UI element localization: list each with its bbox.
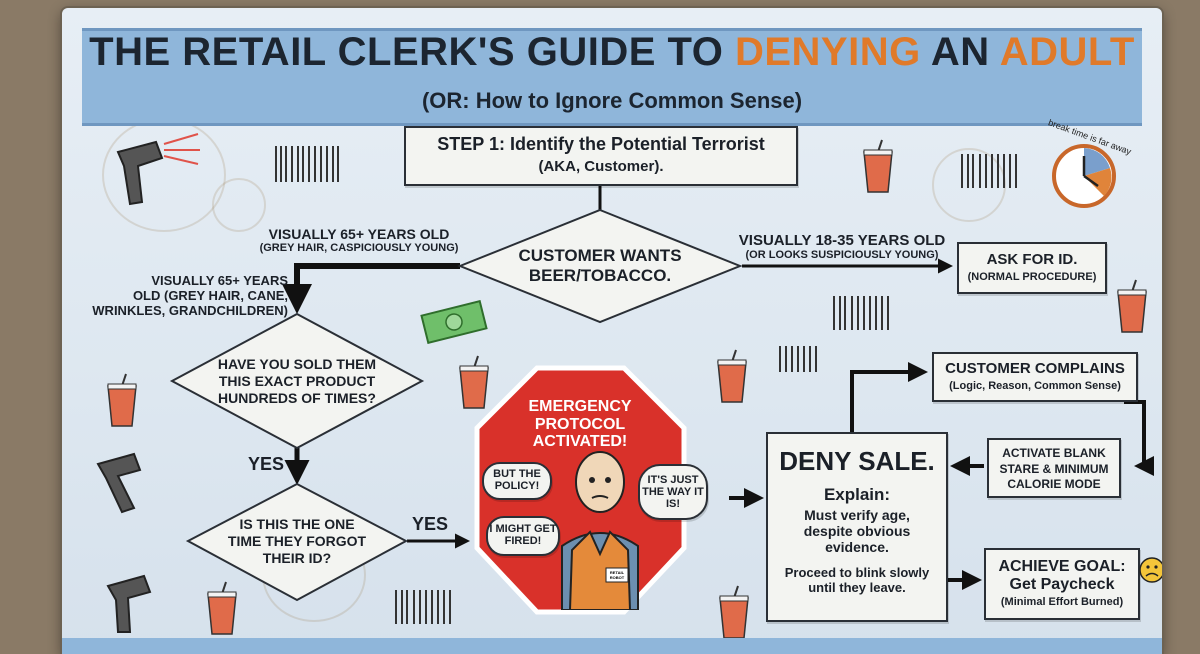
title-part-2: DENYING xyxy=(734,30,921,74)
soda-cup-icon xyxy=(717,349,747,403)
soda-cup-icon xyxy=(863,139,893,193)
decision-diamond-main xyxy=(457,208,743,324)
soda-cup-icon xyxy=(459,355,489,409)
complains-sub: (Logic, Reason, Common Sense) xyxy=(949,380,1121,392)
ask-id-box: ASK FOR ID. (NORMAL PROCEDURE) xyxy=(957,242,1107,294)
step1-text: Identify the Potential Terrorist xyxy=(510,134,765,154)
step1-sub: (AKA, Customer). xyxy=(538,158,664,175)
left-branch-top-line2: (GREY HAIR, CASPICIOUSLY YOUNG) xyxy=(259,242,459,255)
goal-line2: Get Paycheck xyxy=(1009,576,1115,593)
ask-id-title: ASK FOR ID. xyxy=(986,251,1078,268)
goal-title: ACHIEVE GOAL: xyxy=(998,558,1126,575)
yes-label-2: YES xyxy=(412,514,449,534)
left-branch-top-line1: VISUALLY 65+ YEARS OLD xyxy=(268,226,450,242)
cash-bill-icon xyxy=(420,300,488,344)
coffee-stain xyxy=(212,178,266,232)
left-branch-top-label: VISUALLY 65+ YEARS OLD (GREY HAIR, CASPI… xyxy=(254,226,464,255)
barcode-icon xyxy=(833,296,889,330)
soda-cup-icon xyxy=(719,585,749,639)
page-subtitle: (OR: How to Ignore Common Sense) xyxy=(421,88,803,113)
activate-box: ACTIVATE BLANK STARE & MINIMUM CALORIE M… xyxy=(987,438,1121,498)
decision-sold-text: HAVE YOU SOLD THEM THIS EXACT PRODUCT HU… xyxy=(217,356,377,406)
title-part-4: ADULT xyxy=(999,30,1135,74)
sad-face-icon xyxy=(1139,557,1162,583)
left-branch-line2: OLD (GREY HAIR, CANE, xyxy=(132,287,288,303)
title-part-1: THE RETAIL CLERK'S GUIDE TO xyxy=(89,30,724,74)
arrow-to-sold-question xyxy=(282,263,460,314)
barcode-scanner-icon xyxy=(96,452,142,514)
barcode-icon xyxy=(779,346,817,372)
barcode-icon xyxy=(961,154,1017,188)
left-branch-label: VISUALLY 65+ YEARS OLD (GREY HAIR, CANE,… xyxy=(80,273,288,319)
title-part-3: AN xyxy=(930,30,990,74)
decision-forgot-text: IS THIS THE ONE TIME THEY FORGOT THEIR I… xyxy=(227,516,367,566)
complains-box: CUSTOMER COMPLAINS (Logic, Reason, Commo… xyxy=(932,352,1138,402)
deny-text2: Proceed to blink slowly until they leave… xyxy=(784,565,930,595)
soda-cup-icon xyxy=(1117,279,1147,333)
complains-title: CUSTOMER COMPLAINS xyxy=(945,360,1125,377)
barcode-icon xyxy=(275,146,339,182)
barcode-scanner-icon xyxy=(106,574,152,633)
step1-label: STEP 1: xyxy=(437,134,505,154)
decision-main-text: CUSTOMER WANTS BEER/TOBACCO. xyxy=(518,246,682,286)
right-branch-label: VISUALLY 18-35 YEARS OLD (OR LOOKS SUSPI… xyxy=(730,232,954,262)
goal-box: ACHIEVE GOAL: Get Paycheck (Minimal Effo… xyxy=(984,548,1140,620)
arrow-to-activate xyxy=(1124,400,1154,476)
deny-explain: Explain: xyxy=(823,485,891,504)
poster: THE RETAIL CLERK'S GUIDE TO DENYING AN A… xyxy=(62,8,1162,654)
speech-bubble-policy: BUT THE POLICY! xyxy=(482,462,552,500)
goal-sub: (Minimal Effort Burned) xyxy=(1000,596,1124,608)
speech-bubble-fired: I MIGHT GET FIRED! xyxy=(486,516,560,556)
clerk-figure xyxy=(561,451,639,610)
soda-cup-icon xyxy=(207,581,237,635)
title-banner xyxy=(82,28,1142,126)
bottom-strip xyxy=(62,638,1162,654)
deny-text: Must verify age, despite obvious evidenc… xyxy=(803,507,911,555)
left-branch-line3: WRINKLES, GRANDCHILDREN) xyxy=(92,302,288,318)
yes-label-1: YES xyxy=(248,454,285,474)
barcode-icon xyxy=(395,590,451,624)
speech-bubble-way-it-is: IT'S JUST THE WAY IT IS! xyxy=(638,464,708,520)
soda-cup-icon xyxy=(107,373,137,427)
left-branch-line1: VISUALLY 65+ YEARS xyxy=(151,273,288,288)
step1-box: STEP 1: Identify the Potential Terrorist… xyxy=(404,126,798,186)
deny-sale-box: DENY SALE. Explain: Must verify age, des… xyxy=(766,432,948,622)
right-branch-line1: VISUALLY 18-35 YEARS OLD xyxy=(738,232,946,249)
emergency-title: EMERGENCY PROTOCOL ACTIVATED! xyxy=(528,398,632,451)
decision-diamond-sold xyxy=(169,312,425,450)
deny-title: DENY SALE. xyxy=(779,446,935,476)
page-title: THE RETAIL CLERK'S GUIDE TO DENYING AN A… xyxy=(62,30,1162,75)
decision-diamond-forgot xyxy=(185,482,409,602)
arrow-to-complains xyxy=(850,362,928,432)
clock-icon xyxy=(1052,144,1116,208)
ask-id-sub: (NORMAL PROCEDURE) xyxy=(967,271,1097,283)
barcode-scanner-icon xyxy=(116,133,200,206)
right-branch-line2: (OR LOOKS SUSPICIOUSLY YOUNG) xyxy=(745,249,939,262)
clerk-badge: RETAIL ROBOT xyxy=(609,570,625,580)
